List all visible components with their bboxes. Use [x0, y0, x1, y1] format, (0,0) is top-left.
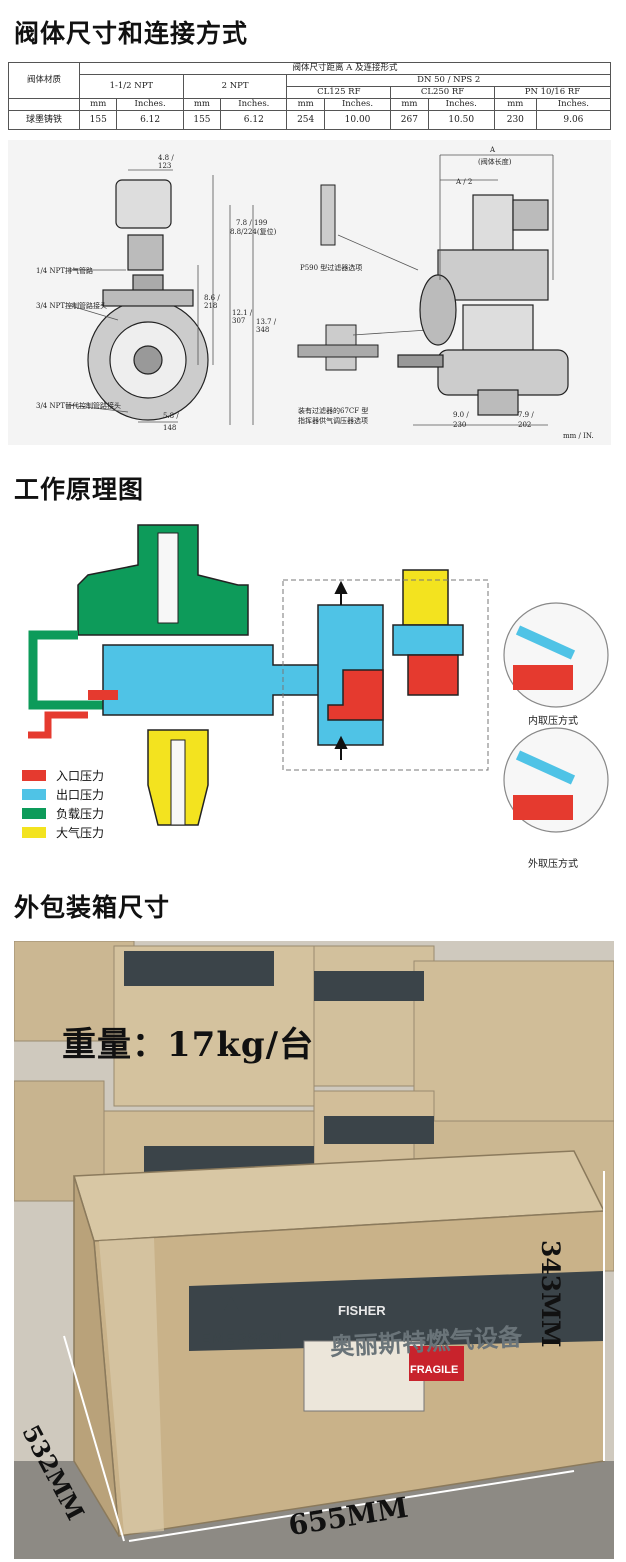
legend-swatch-load: [22, 808, 46, 819]
note-67cf: 装有过滤器的67CF 型: [298, 406, 368, 415]
unit-mm: mm: [78, 98, 118, 111]
header-dn50: DN 50 / NPS 2: [286, 74, 611, 87]
legend-swatch-inlet: [22, 770, 46, 781]
dim-a-label: A: [489, 146, 496, 154]
dim-9-label-2: 230: [453, 421, 466, 429]
unit-in: Inches.: [427, 98, 495, 111]
header-npt-1-5: 1-1/2 NPT: [79, 74, 184, 99]
unit-mm: mm: [182, 98, 222, 111]
unit-in: Inches.: [116, 98, 184, 111]
row-material: 球墨铸铁: [8, 110, 80, 130]
unit-in: Inches.: [535, 98, 612, 111]
units-label: mm / IN.: [563, 432, 594, 440]
dim-bottom-label: 5.8 /: [163, 412, 179, 420]
table-cell: 6.12: [220, 110, 288, 130]
note-alt-control: 3/4 NPT替代控制管路接头: [36, 401, 121, 410]
principle-diagram: [28, 524, 609, 833]
unit-mm: mm: [390, 98, 429, 111]
header-npt-2: 2 NPT: [182, 74, 288, 99]
packing-title: 外包装箱尺寸: [14, 893, 171, 922]
legend-label: 入口压力: [56, 769, 105, 783]
unit-in: Inches.: [323, 98, 392, 111]
legend-inlet: 入口压力: [22, 767, 104, 784]
unit-mm: mm: [493, 98, 537, 111]
dimensions-title: 阀体尺寸和连接方式: [14, 19, 249, 48]
unit-in: Inches.: [220, 98, 288, 111]
note-67cf-2: 指挥器供气调压器选项: [298, 416, 368, 425]
dimension-drawing: 4.8 / 123 7.8 / 199 8.8/224(复位) 8.6 / 21…: [8, 140, 611, 445]
dim-right-label-2: 8.8/224(复位): [230, 227, 277, 236]
dimension-table: 阀体材质 阀体尺寸距离 A 及连接形式 1-1/2 NPT 2 NPT DN 5…: [8, 62, 612, 130]
dim-mid2-label: 12.1 /: [232, 309, 253, 317]
dimension-span-header: 阀体尺寸距离 A 及连接形式: [79, 62, 611, 75]
note-filter: P590 型过滤器选项: [300, 263, 362, 272]
dim-bottom-label-2: 148: [163, 424, 176, 432]
dim-a-half-label: A / 2: [455, 178, 472, 186]
legend-label: 负载压力: [56, 807, 105, 821]
unit-mm: mm: [286, 98, 325, 111]
header-pn: PN 10/16 RF: [493, 86, 612, 99]
table-cell: 10.50: [427, 110, 495, 130]
legend-atmospheric: 大气压力: [22, 824, 104, 841]
note-control: 3/4 NPT控制管路接头: [36, 301, 107, 310]
legend-swatch-atmospheric: [22, 827, 46, 838]
table-cell: 267: [390, 110, 429, 130]
table-cell: 9.06: [535, 110, 612, 130]
dim-mid-label-2: 218: [204, 302, 217, 310]
fragile-label: FRAGILE: [410, 1364, 459, 1376]
dim-right-label: 7.8 / 199: [236, 219, 267, 227]
note-vent: 1/4 NPT排气管路: [36, 266, 93, 275]
dim-top-label: 4.8 /: [158, 154, 174, 162]
table-cell: 254: [286, 110, 325, 130]
table-cell: 10.00: [323, 110, 392, 130]
dim-79-label-2: 202: [518, 421, 531, 429]
legend-label: 大气压力: [56, 826, 105, 840]
dim-mid-label: 8.6 /: [204, 294, 220, 302]
table-cell: 155: [78, 110, 118, 130]
table-cell: 6.12: [116, 110, 184, 130]
weight-label: 重量：17kg/台: [62, 1025, 315, 1065]
principle-title: 工作原理图: [14, 475, 145, 504]
legend-outlet: 出口压力: [22, 786, 104, 803]
header-cl125: CL125 RF: [286, 86, 392, 99]
unit-spacer: [8, 98, 80, 111]
height-dimension: 343MM: [536, 1240, 565, 1348]
material-header: 阀体材质: [8, 62, 80, 99]
table-cell: 155: [182, 110, 222, 130]
legend-label: 出口压力: [56, 788, 105, 802]
dim-mid3-label: 13.7 /: [256, 318, 277, 326]
header-cl250: CL250 RF: [390, 86, 495, 99]
mode-internal-label: 内取压方式: [528, 716, 578, 727]
mode-external-label: 外取压方式: [528, 859, 578, 870]
brand-fisher: FISHER: [338, 1303, 386, 1318]
dim-mid2-label-2: 307: [232, 317, 245, 325]
table-cell: 230: [493, 110, 537, 130]
brand-emerson: EMERSON: [200, 1330, 283, 1347]
dim-mid3-label-2: 348: [256, 326, 269, 334]
packing-box-photo: [14, 941, 614, 1559]
legend-swatch-outlet: [22, 789, 46, 800]
legend-load: 负载压力: [22, 805, 104, 822]
dim-9-label: 9.0 /: [453, 411, 469, 419]
dim-top-label-2: 123: [158, 162, 171, 170]
dim-a-sub-label: (阀体长度): [478, 157, 512, 166]
dim-79-label: 7.9 /: [518, 411, 534, 419]
